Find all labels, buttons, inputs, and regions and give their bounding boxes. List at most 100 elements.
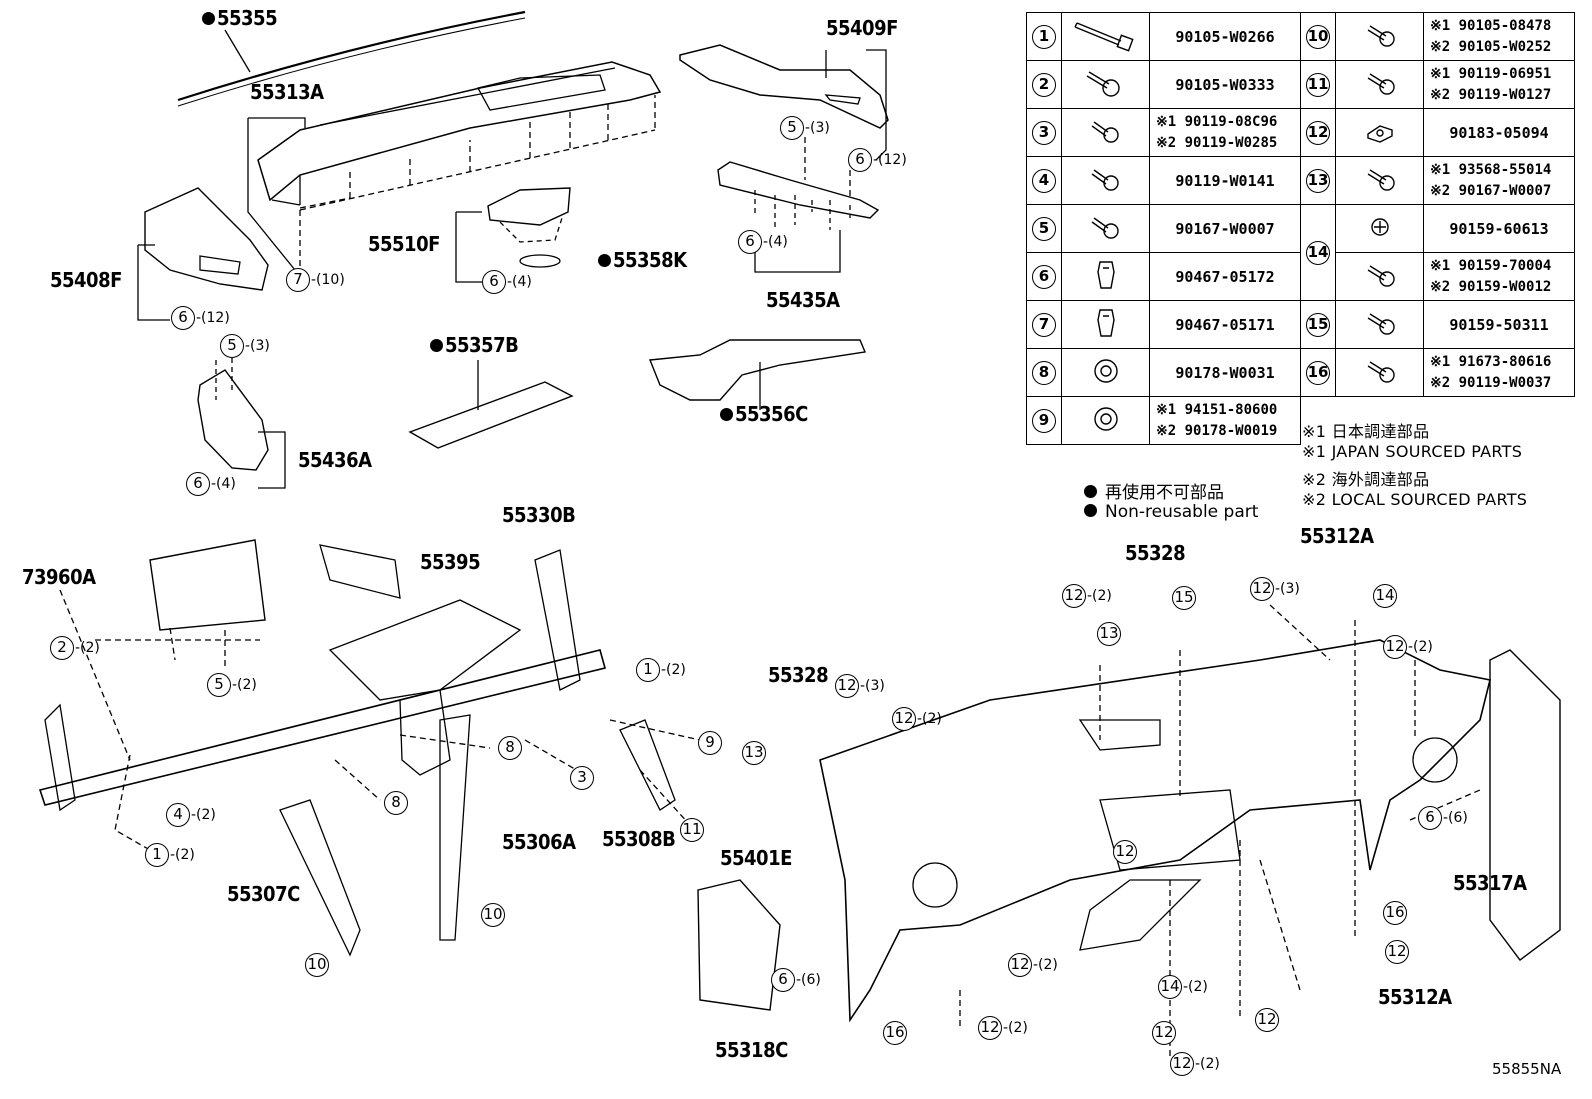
note-local-sourced-jp: ※2 海外調達部品 <box>1302 470 1430 489</box>
bracket-55435A-drawing <box>717 161 880 273</box>
callout-12: 12 <box>1113 840 1137 864</box>
callout-13: 13 <box>742 741 766 765</box>
table-row: 5 90167-W0007 14 90159-60613 <box>1026 204 1575 301</box>
part-label-55330B: 55330B <box>502 503 576 527</box>
table-row: 1 90105-W0266 10 ※1 90105-08478※2 90105-… <box>1026 12 1575 61</box>
callout-11: 11 <box>680 818 704 842</box>
callout-12: 12-(3) <box>1250 577 1300 601</box>
callout-14: 14-(2) <box>1158 975 1208 999</box>
part-label-55401E: 55401E <box>720 846 792 870</box>
part-label-55318C: 55318C <box>715 1038 788 1062</box>
callout-4: 4-(2) <box>166 803 216 827</box>
non-reusable-dot-icon <box>1084 504 1097 517</box>
note-japan-sourced-en: ※1 JAPAN SOURCED PARTS <box>1302 442 1523 461</box>
part-label-55435A: 55435A <box>766 288 840 312</box>
screw-icon <box>1370 217 1389 236</box>
callout-5: 5-(2) <box>207 673 257 697</box>
part-label-55436A: 55436A <box>298 448 372 472</box>
part-label-55317A: 55317A <box>1453 871 1527 895</box>
callout-12: 12-(2) <box>892 707 942 731</box>
callout-6: 6-(12) <box>848 148 907 172</box>
callout-12: 12-(2) <box>1062 584 1112 608</box>
clip-icon <box>1096 260 1115 289</box>
non-reusable-dot-icon <box>598 254 611 267</box>
callout-13: 13 <box>1097 622 1121 646</box>
callout-12: 12 <box>1255 1008 1279 1032</box>
note-japan-sourced-jp: ※1 日本調達部品 <box>1302 422 1430 441</box>
bolt-icon <box>1091 120 1119 143</box>
callout-16: 16 <box>1383 901 1407 925</box>
callout-2: 2-(2) <box>50 636 100 660</box>
part-label-55306A: 55306A <box>502 830 576 854</box>
table-row: 2 90105-W0333 11 ※1 90119-06951※2 90119-… <box>1026 60 1575 109</box>
legend-non-reusable-en: Non-reusable part <box>1084 502 1258 522</box>
screw-icon <box>1367 168 1395 191</box>
fastener-part-number-table: 1 90105-W0266 10 ※1 90105-08478※2 90105-… <box>1026 12 1575 445</box>
callout-12: 12-(3) <box>835 674 885 698</box>
callout-7: 7-(10) <box>286 268 345 292</box>
part-label-55357B: 55357B <box>430 335 519 355</box>
reinforcement-frame-drawing <box>38 539 676 957</box>
lid-55510F-drawing <box>455 187 571 283</box>
table-row: 7 90467-05171 15 90159-50311 <box>1026 300 1575 349</box>
part-label-55409F: 55409F <box>826 16 898 40</box>
screw-icon <box>1367 312 1395 335</box>
part-label-55395: 55395 <box>420 550 481 574</box>
part-label-55355: 55355 <box>202 8 278 28</box>
side-cover-55408F-drawing <box>137 187 269 321</box>
non-reusable-dot-icon <box>720 408 733 421</box>
callout-6: 6-(6) <box>771 968 821 992</box>
flange-bolt-icon <box>1367 24 1395 47</box>
screw-icon <box>1367 264 1395 287</box>
long-bolt-icon <box>1073 21 1134 52</box>
figure-reference: 55855NA <box>1492 1060 1562 1078</box>
part-label-55328-left: 55328 <box>768 663 829 687</box>
part-label-55313A: 55313A <box>250 80 324 104</box>
table-row: 8 90178-W0031 16 ※1 91673-80616※2 90119-… <box>1026 348 1575 397</box>
callout-12: 12 <box>1385 940 1409 964</box>
note-local-sourced-en: ※2 LOCAL SOURCED PARTS <box>1302 490 1528 509</box>
part-label-55356C: 55356C <box>720 404 808 424</box>
part-label-55307C: 55307C <box>227 882 300 906</box>
non-reusable-dot-icon <box>1084 485 1097 498</box>
instrument-panel-55401E-drawing <box>697 639 1561 1023</box>
callout-6: 6-(4) <box>186 472 236 496</box>
non-reusable-dot-icon <box>430 339 443 352</box>
part-label-55408F: 55408F <box>50 268 122 292</box>
part-label-55312A-top: 55312A <box>1300 524 1374 548</box>
top-panel-55313A-drawing <box>247 61 662 271</box>
callout-5: 5-(3) <box>780 116 830 140</box>
callout-1: 1-(2) <box>145 843 195 867</box>
mat-55357B-drawing <box>408 360 574 449</box>
legend-non-reusable-jp: 再使用不可部品 <box>1084 478 1224 503</box>
table-row: 3 ※1 90119-08C96※2 90119-W0285 12 90183-… <box>1026 108 1575 157</box>
callout-15: 15 <box>1172 586 1196 610</box>
callout-12: 12-(2) <box>1008 953 1058 977</box>
callout-12: 12-(2) <box>1170 1052 1220 1076</box>
duct-55356C-drawing <box>649 339 866 410</box>
non-reusable-dot-icon <box>202 12 215 25</box>
callout-5: 5-(3) <box>220 334 270 358</box>
callout-3: 3 <box>570 766 594 790</box>
callout-12: 12-(2) <box>1383 635 1433 659</box>
callout-12: 12 <box>1152 1021 1176 1045</box>
leader-lines <box>114 604 1481 1060</box>
callout-9: 9 <box>698 731 722 755</box>
nut-icon <box>1093 358 1118 383</box>
clip-icon <box>1096 308 1115 337</box>
part-label-55308B: 55308B <box>602 827 676 851</box>
part-label-55358K: 55358K <box>598 250 687 270</box>
callout-6: 6-(12) <box>171 306 230 330</box>
callout-6: 6-(4) <box>738 230 788 254</box>
callout-12: 12-(2) <box>978 1016 1028 1040</box>
callout-1: 1-(2) <box>636 658 686 682</box>
bolt-icon <box>1091 168 1119 191</box>
bolt-icon <box>1086 70 1120 97</box>
bracket-55436A-drawing <box>197 358 286 489</box>
screw-icon <box>1367 72 1395 95</box>
callout-16: 16 <box>883 1021 907 1045</box>
table-row: 9 ※1 94151-80600※2 90178-W0019 <box>1026 396 1575 445</box>
callout-6: 6-(6) <box>1418 806 1468 830</box>
callout-6: 6-(4) <box>482 270 532 294</box>
nut-icon <box>1093 406 1118 431</box>
